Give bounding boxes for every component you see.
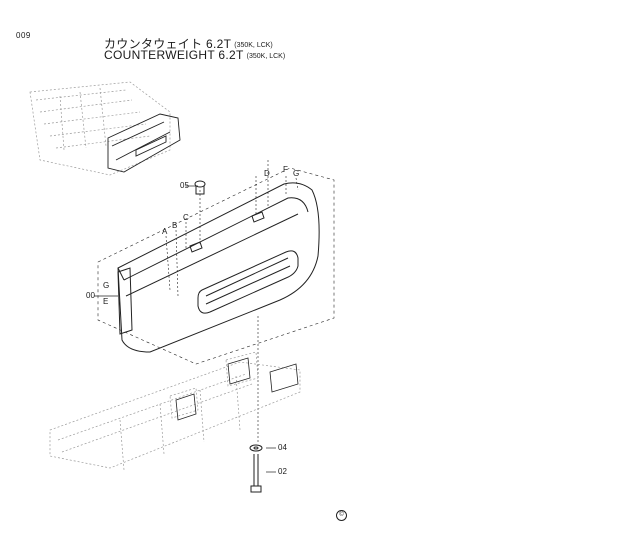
callout-ref-G-left: G: [103, 281, 110, 290]
callout-ref-A: A: [162, 227, 168, 236]
leader-lines: [165, 160, 299, 444]
lower-frame-brackets: [175, 357, 299, 421]
counterweight-preview: [107, 113, 181, 173]
footer-mark: ©: [336, 510, 347, 521]
title-japanese: カウンタウェイト 6.2T(350K, LCK): [104, 35, 273, 52]
counterweight-body: [117, 182, 320, 353]
callout-04: 04: [278, 443, 287, 452]
title-english: COUNTERWEIGHT 6.2T(350K, LCK): [104, 48, 285, 62]
title-english-main: COUNTERWEIGHT 6.2T: [104, 48, 244, 62]
callout-ref-F: F: [283, 165, 288, 174]
page-number: 009: [16, 31, 31, 40]
callout-02: 02: [278, 467, 287, 476]
callout-00: 00: [86, 291, 95, 300]
title-english-sub: (350K, LCK): [246, 53, 286, 60]
ghost-machine-body: [29, 81, 171, 176]
callout-ref-B: B: [172, 221, 178, 230]
hook-part-05: [194, 180, 206, 195]
callout-ref-E: E: [103, 297, 109, 306]
assembly-frame: [97, 167, 335, 365]
callout-ref-C: C: [183, 213, 189, 222]
callout-ref-D: D: [264, 169, 270, 178]
title-japanese-main: カウンタウェイト 6.2T: [104, 37, 232, 51]
callout-ref-G-right: G: [293, 169, 300, 178]
title-japanese-sub: (350K, LCK): [234, 42, 273, 49]
bolt-and-washer: [249, 444, 263, 493]
callout-05: 05: [180, 181, 189, 190]
ghost-frame: [49, 351, 301, 471]
